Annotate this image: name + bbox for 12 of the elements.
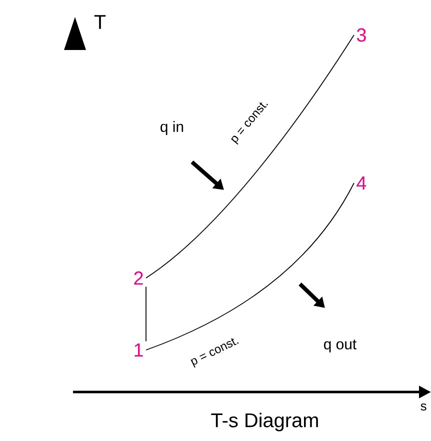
point-number: 2: [134, 271, 143, 285]
axis-label: q in: [160, 121, 184, 135]
axis-label: s: [420, 403, 426, 411]
point-number: 3: [356, 28, 366, 42]
process-curve: [146, 182, 354, 350]
point-number: 4: [356, 176, 366, 190]
point-number: 1: [134, 344, 143, 356]
process-curve: [146, 34, 354, 278]
edge-label: p = const.: [190, 338, 239, 368]
axis-label: T: [94, 15, 106, 29]
caption: T-s Diagram: [211, 412, 318, 432]
axis-label: q out: [324, 340, 356, 352]
